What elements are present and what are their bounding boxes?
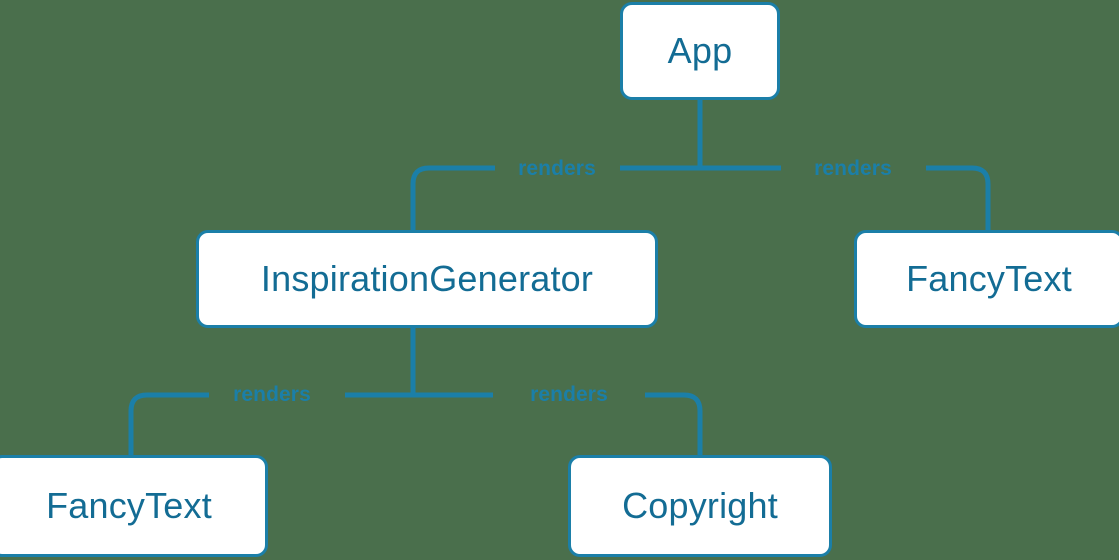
node-inspirationgenerator-label: InspirationGenerator <box>260 258 594 299</box>
edge-inspiration-to-copyright <box>413 392 703 455</box>
node-app-label: App <box>667 30 733 71</box>
edge-label-app-to-fancytext: renders <box>814 157 892 180</box>
edge-label-inspiration-to-fancytext: renders <box>233 383 311 406</box>
edge-inspiration-to-fancytext <box>128 392 413 455</box>
node-inspirationgenerator[interactable]: InspirationGenerator <box>196 230 658 328</box>
edge-label-app-to-inspiration: renders <box>518 157 596 180</box>
node-copyright[interactable]: Copyright <box>568 455 832 557</box>
edge-app-to-inspiration <box>410 165 700 230</box>
node-copyright-label: Copyright <box>622 485 778 526</box>
node-app[interactable]: App <box>620 2 780 100</box>
edge-label-inspiration-to-copyright: renders <box>530 383 608 406</box>
node-fancytext-bottom-label: FancyText <box>46 485 212 526</box>
node-fancytext-bottom[interactable]: FancyText <box>0 455 268 557</box>
node-fancytext-right-label: FancyText <box>906 258 1072 299</box>
edge-app-to-fancytext <box>700 165 991 230</box>
node-fancytext-right[interactable]: FancyText <box>854 230 1119 328</box>
